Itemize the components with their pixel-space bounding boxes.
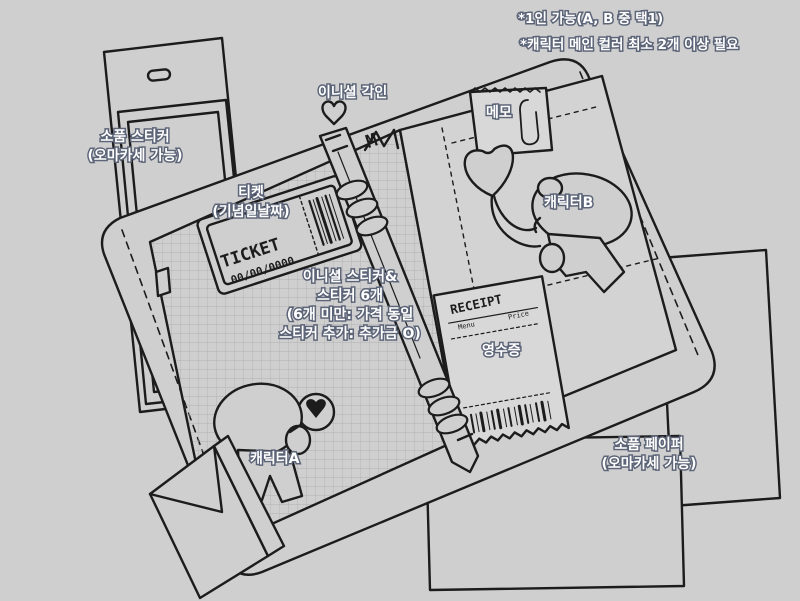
label-sticker-prop: 소품 스티커 (오마카세 가능) [86, 128, 184, 166]
ticket-sticker [196, 175, 363, 295]
binder-rings [335, 179, 469, 435]
label-receipt: 영수증 [481, 342, 523, 361]
label-paper-prop: 소품 페이퍼 (오마카세 가능) [600, 436, 698, 474]
note-option: *1인 가능(A, B 중 택1) [516, 9, 664, 28]
receipt-sticker [432, 275, 570, 449]
label-character-a: 캐릭터A [248, 450, 301, 469]
label-ticket: 티켓 (기념일날짜) [211, 184, 291, 222]
note-color: *캐릭터 메인 컬러 최소 2개 이상 필요 [519, 35, 741, 54]
label-sticker-set: 이니셜 스티커& 스티커 6개 (6개 미만: 가격 동일 스티커 추가: 추가… [278, 268, 423, 344]
elastic-band [363, 128, 400, 152]
label-memo: 메모 [485, 104, 514, 123]
character-b-figure [463, 144, 633, 294]
memo-paper [468, 86, 554, 158]
label-character-b: 캐릭터B [542, 194, 594, 213]
envelope [148, 434, 286, 600]
label-initial-engrave: 이니셜 각인 [316, 84, 388, 103]
receipt-menu: Menu [457, 320, 475, 331]
